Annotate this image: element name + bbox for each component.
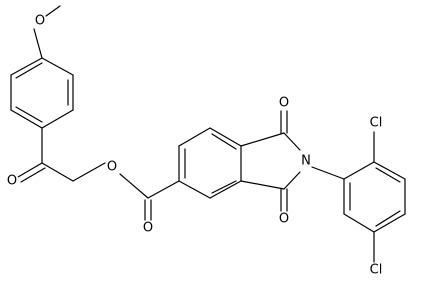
atom-label-o-imide-bottom: O: [279, 212, 289, 227]
dichlorophenyl-ring: [343, 161, 406, 233]
atom-n-imide: N: [299, 154, 313, 169]
bond-ester-ring: [147, 180, 180, 199]
atom-o-imide-bottom: O: [277, 212, 291, 227]
atom-label-o-ester-carbonyl: O: [143, 221, 153, 236]
bond-o-ester-c: [119, 173, 149, 199]
imide-ring: [240, 132, 301, 190]
atom-label-o-ketone: O: [7, 174, 17, 189]
atom-o-ester-single: O: [105, 160, 119, 175]
bond-ketone-ch2: [41, 162, 74, 182]
methoxyphenyl-ring: [10, 57, 74, 129]
atom-label-o-ester-single: O: [107, 160, 117, 175]
bond-o-ring: [33, 28, 43, 59]
bond-lines: [10, 5, 406, 263]
atom-cl-bottom: Cl: [367, 263, 383, 278]
atom-o-ketone: O: [5, 174, 19, 189]
atom-label-n-imide: N: [301, 154, 311, 169]
bond-n-aryl: [311, 166, 345, 180]
atom-label-o-imide-top: O: [279, 96, 289, 111]
atom-o-ester-carbonyl: O: [141, 221, 155, 236]
atom-label-cl-bottom: Cl: [370, 263, 383, 278]
bond-methyl-o: [45, 5, 61, 17]
atom-labels: O O O O O N O Cl: [5, 14, 383, 278]
bond-ch2-o: [72, 162, 106, 182]
atom-label-o-methoxy: O: [35, 14, 45, 29]
bond-ketone-double-a: [17, 162, 43, 178]
atom-o-methoxy: O: [33, 14, 47, 29]
atom-cl-top: Cl: [367, 116, 383, 131]
atom-label-cl-top: Cl: [370, 116, 383, 131]
bond-ketone-double-b: [20, 167, 46, 183]
isoindole-benzene-ring: [178, 127, 242, 199]
atom-o-imide-top: O: [277, 96, 291, 111]
